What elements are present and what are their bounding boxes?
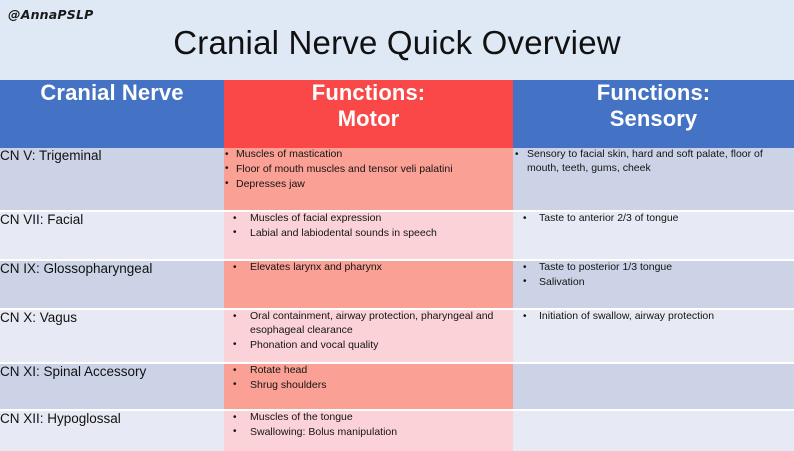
column-header-sensory-line2: Sensory (609, 105, 698, 131)
row-separator (0, 259, 794, 261)
table-row: CN X: Vagus Oral containment, airway prot… (0, 310, 794, 362)
cranial-nerve-label: CN XI: Spinal Accessory (0, 364, 147, 379)
motor-bullet-item: Oral containment, airway protection, pha… (224, 310, 513, 338)
row-separator-line (0, 210, 794, 212)
sensory-bullet-item: Sensory to facial skin, hard and soft pa… (513, 148, 794, 176)
motor-bullet-item: Shrug shoulders (224, 378, 513, 393)
row-separator-line (0, 259, 794, 261)
motor-bullet-item: Phonation and vocal quality (224, 338, 513, 353)
cell-functions-sensory (513, 364, 794, 409)
motor-bullet-item: Swallowing: Bolus manipulation (224, 425, 513, 440)
cell-functions-sensory (513, 411, 794, 451)
cell-functions-motor: Muscles of masticationFloor of mouth mus… (224, 148, 513, 210)
motor-bullet-item: Muscles of facial expression (224, 212, 513, 226)
column-header-motor-line1: Functions: (311, 80, 426, 105)
watermark-handle: @AnnaPSLP (8, 7, 94, 22)
cell-functions-motor-list: Elevates larynx and pharynx (224, 261, 513, 275)
cranial-nerve-label: CN IX: Glossopharyngeal (0, 261, 153, 276)
table-row: CN V: Trigeminal Muscles of masticationFl… (0, 148, 794, 210)
cell-cranial-nerve: CN XI: Spinal Accessory (0, 364, 224, 409)
motor-bullet-item: Floor of mouth muscles and tensor veli p… (224, 162, 513, 177)
cell-functions-motor: Rotate headShrug shoulders (224, 364, 513, 409)
cell-functions-motor: Elevates larynx and pharynx (224, 261, 513, 308)
cranial-nerve-label: CN XII: Hypoglossal (0, 411, 121, 426)
table-row: CN XII: Hypoglossal Muscles of the tongue… (0, 411, 794, 451)
cell-functions-motor-list: Rotate headShrug shoulders (224, 364, 513, 393)
cell-functions-motor-list: Muscles of facial expressionLabial and l… (224, 212, 513, 241)
sensory-bullet-item: Taste to anterior 2/3 of tongue (513, 212, 794, 226)
sensory-bullet-item: Taste to posterior 1/3 tongue (513, 261, 794, 275)
column-header-cranial-nerve-label: Cranial Nerve (40, 80, 184, 105)
sensory-bullet-item: Salivation (513, 275, 794, 290)
row-separator-line (0, 362, 794, 364)
cell-functions-sensory: Sensory to facial skin, hard and soft pa… (513, 148, 794, 210)
table-row: CN VII: Facial Muscles of facial expressi… (0, 212, 794, 259)
cell-functions-motor: Muscles of the tongueSwallowing: Bolus m… (224, 411, 513, 451)
cell-functions-sensory-list: Taste to posterior 1/3 tongueSalivation (513, 261, 794, 290)
column-header-functions-sensory: Functions: Sensory (513, 80, 794, 148)
column-header-cranial-nerve: Cranial Nerve (0, 80, 224, 148)
motor-bullet-item: Muscles of mastication (224, 148, 513, 162)
motor-bullet-item: Rotate head (224, 364, 513, 378)
table-body: CN V: Trigeminal Muscles of masticationFl… (0, 148, 794, 451)
column-header-functions-motor: Functions: Motor (224, 80, 513, 148)
cell-functions-sensory-list: Initiation of swallow, airway protection (513, 310, 794, 324)
sensory-bullet-item: Initiation of swallow, airway protection (513, 310, 794, 324)
cell-functions-sensory: Initiation of swallow, airway protection (513, 310, 794, 362)
cell-functions-motor: Oral containment, airway protection, pha… (224, 310, 513, 362)
cell-functions-motor-list: Muscles of the tongueSwallowing: Bolus m… (224, 411, 513, 440)
cell-functions-motor-list: Oral containment, airway protection, pha… (224, 310, 513, 353)
row-separator-line (0, 308, 794, 310)
row-separator-line (0, 409, 794, 411)
cell-cranial-nerve: CN XII: Hypoglossal (0, 411, 224, 451)
motor-bullet-item: Muscles of the tongue (224, 411, 513, 425)
motor-bullet-item: Labial and labiodental sounds in speech (224, 226, 513, 241)
cell-functions-sensory-list: Taste to anterior 2/3 of tongue (513, 212, 794, 226)
cell-cranial-nerve: CN X: Vagus (0, 310, 224, 362)
row-separator (0, 362, 794, 364)
cell-cranial-nerve: CN IX: Glossopharyngeal (0, 261, 224, 308)
cell-functions-motor: Muscles of facial expressionLabial and l… (224, 212, 513, 259)
table-row: CN IX: Glossopharyngeal Elevates larynx a… (0, 261, 794, 308)
cranial-nerve-table: Cranial Nerve Functions: Motor Functions… (0, 80, 794, 451)
page-title: Cranial Nerve Quick Overview (173, 24, 621, 61)
cranial-nerve-label: CN X: Vagus (0, 310, 78, 325)
cell-functions-sensory-list: Sensory to facial skin, hard and soft pa… (513, 148, 794, 176)
table-header-row: Cranial Nerve Functions: Motor Functions… (0, 80, 794, 148)
column-header-sensory-line1: Functions: (596, 80, 711, 105)
table-row: CN XI: Spinal Accessory Rotate headShrug … (0, 364, 794, 409)
cell-functions-sensory: Taste to anterior 2/3 of tongue (513, 212, 794, 259)
row-separator (0, 409, 794, 411)
row-separator (0, 308, 794, 310)
motor-bullet-item: Depresses jaw (224, 177, 513, 192)
row-separator (0, 210, 794, 212)
motor-bullet-item: Elevates larynx and pharynx (224, 261, 513, 275)
cranial-nerve-label: CN VII: Facial (0, 212, 84, 227)
cell-functions-motor-list: Muscles of masticationFloor of mouth mus… (224, 148, 513, 192)
cell-functions-sensory: Taste to posterior 1/3 tongueSalivation (513, 261, 794, 308)
column-header-motor-line2: Motor (337, 105, 400, 131)
cell-cranial-nerve: CN VII: Facial (0, 212, 224, 259)
cell-cranial-nerve: CN V: Trigeminal (0, 148, 224, 210)
cranial-nerve-label: CN V: Trigeminal (0, 148, 102, 163)
